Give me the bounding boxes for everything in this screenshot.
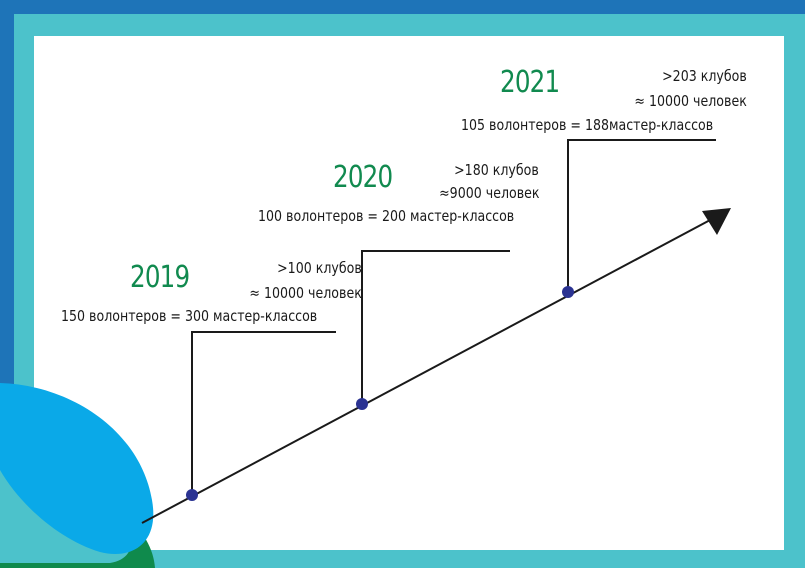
connector-2020: [361, 250, 510, 404]
clubs-2020: >180 клубов: [454, 161, 539, 179]
people-2020: ≈9000 человек: [438, 184, 539, 202]
connector-2019: [191, 331, 336, 495]
volunteers-2020: 100 волонтеров = 200 мастер-классов: [258, 207, 515, 225]
people-2021: ≈ 10000 человек: [634, 92, 747, 110]
clubs-2021: >203 клубов: [662, 67, 747, 85]
timeline-card: [34, 36, 784, 550]
people-2019: ≈ 10000 человек: [249, 284, 362, 302]
volunteers-2021: 105 волонтеров = 188мастер-классов: [461, 116, 714, 134]
marker-2019: [186, 489, 198, 501]
marker-2021: [562, 286, 574, 298]
clubs-2019: >100 клубов: [277, 259, 362, 277]
year-2019: 2019: [130, 260, 190, 295]
year-2021: 2021: [500, 65, 560, 100]
year-2020: 2020: [333, 160, 393, 195]
arrow-head: [702, 208, 731, 235]
marker-2020: [356, 398, 368, 410]
decorative-leaf-blue: [0, 383, 154, 555]
connector-2021: [567, 139, 716, 292]
timeline-arrow-line: [141, 218, 713, 524]
volunteers-2019: 150 волонтеров = 300 мастер-классов: [61, 307, 318, 325]
